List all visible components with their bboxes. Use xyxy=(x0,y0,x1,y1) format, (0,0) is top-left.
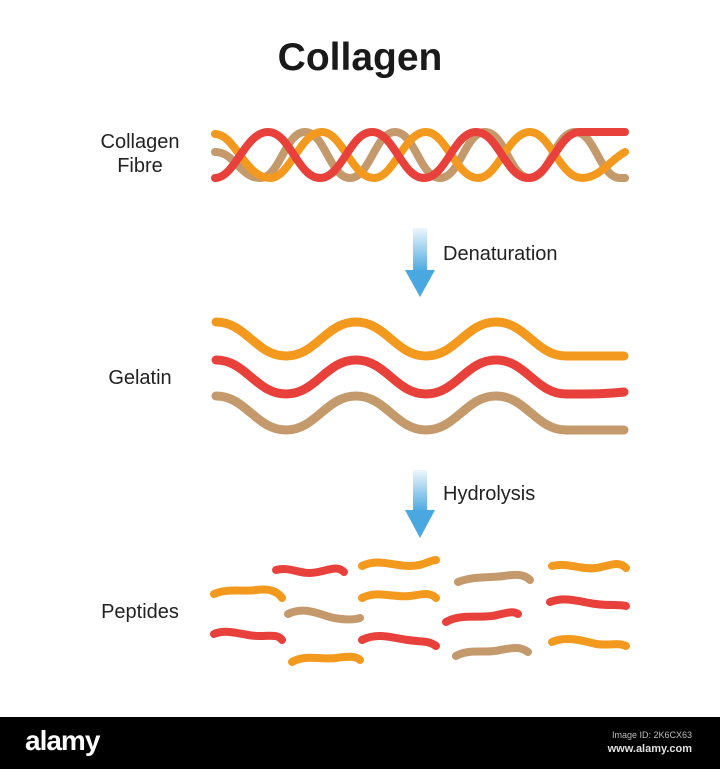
image-id-text: Image ID: 2K6CX63 xyxy=(611,730,692,740)
helix-strand-red xyxy=(211,127,629,183)
peptide-fragment xyxy=(546,595,630,610)
process-label-hydrolysis: Hydrolysis xyxy=(443,483,536,505)
gelatin-strand-orange xyxy=(211,317,629,361)
peptide-fragment xyxy=(210,627,286,644)
arrow-down-icon xyxy=(405,228,435,297)
peptide-fragment xyxy=(210,585,286,602)
peptide-fragment xyxy=(288,652,364,666)
gelatin-strand-red xyxy=(211,355,629,399)
process-label-denaturation: Denaturation xyxy=(443,243,558,265)
diagram-title: Collagen xyxy=(277,36,443,79)
peptide-fragment xyxy=(548,634,630,650)
peptide-fragment xyxy=(358,631,440,650)
peptide-fragment xyxy=(454,570,534,586)
stage-label-gelatin: Gelatin xyxy=(108,367,172,389)
collagen-diagram-art xyxy=(210,127,630,666)
peptide-fragment xyxy=(284,606,364,624)
watermark-footer: alamy Image ID: 2K6CX63 www.alamy.com xyxy=(0,717,720,769)
peptide-fragment xyxy=(442,608,522,626)
stage-label-line2: Fibre xyxy=(117,155,163,177)
peptide-fragment xyxy=(358,556,440,571)
gelatin-strand-tan xyxy=(211,391,629,435)
peptide-fragments xyxy=(210,556,630,666)
stage-label-peptides: Peptides xyxy=(101,601,179,623)
peptide-fragment xyxy=(272,564,348,577)
stage-label-collagen-fibre: Collagen Fibre xyxy=(80,130,200,178)
stage-label-line1: Collagen xyxy=(100,131,180,153)
arrow-down-icon xyxy=(405,470,435,538)
site-url-text: www.alamy.com xyxy=(607,743,692,755)
peptide-fragment xyxy=(358,590,440,602)
gelatin-strands xyxy=(211,317,629,435)
peptide-fragment xyxy=(452,644,532,660)
alamy-logo: alamy xyxy=(25,725,100,756)
triple-helix xyxy=(211,127,629,183)
peptide-fragment xyxy=(548,559,630,573)
